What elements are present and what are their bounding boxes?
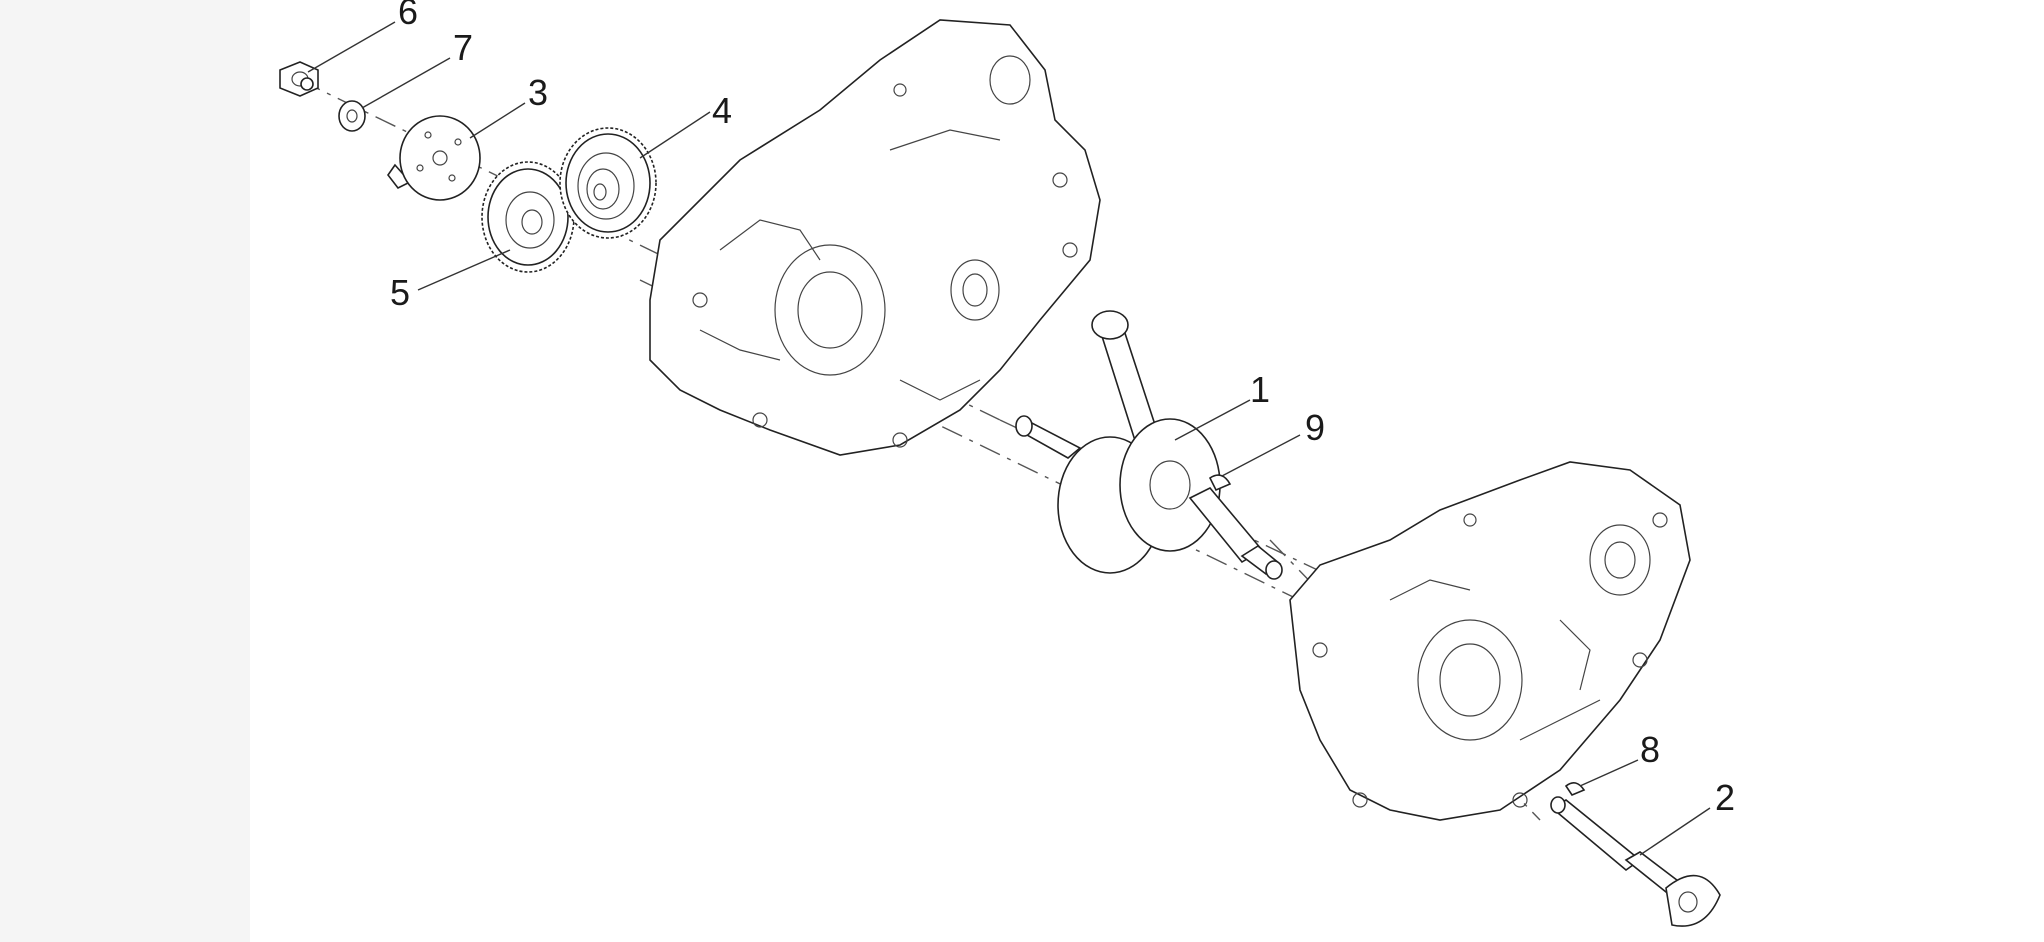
leader-3 [469, 102, 526, 139]
callout-9: 9 [1305, 407, 1325, 448]
part-8-woodruff-key [1564, 782, 1586, 796]
part-5-small-gear [481, 161, 575, 273]
part-3-flange [387, 115, 481, 201]
callout-1: 1 [1250, 369, 1270, 410]
right-crankcase-half [1289, 461, 1691, 821]
callout-5: 5 [390, 272, 410, 313]
callout-4: 4 [712, 90, 732, 131]
callout-8: 8 [1640, 729, 1660, 770]
leader-8 [1579, 759, 1639, 787]
part-2-balancer-shaft [1550, 796, 1721, 927]
leader-6 [307, 21, 396, 73]
leader-7 [361, 57, 451, 109]
part-6-nut [279, 61, 319, 97]
part-9-woodruff-key [1208, 474, 1232, 492]
leader-4 [639, 111, 711, 159]
leader-9 [1221, 434, 1301, 477]
callout-3: 3 [528, 72, 548, 113]
part-7-washer [338, 100, 366, 132]
part-4-large-gear [559, 127, 657, 239]
leader-1 [1174, 399, 1251, 441]
callout-6: 6 [398, 0, 418, 32]
left-gutter [0, 0, 250, 942]
leader-2 [1639, 807, 1711, 856]
left-crankcase-half [649, 19, 1101, 456]
callout-7: 7 [453, 27, 473, 68]
callout-2: 2 [1715, 777, 1735, 818]
part-1-crankshaft [1015, 310, 1283, 580]
leader-5 [417, 249, 511, 291]
